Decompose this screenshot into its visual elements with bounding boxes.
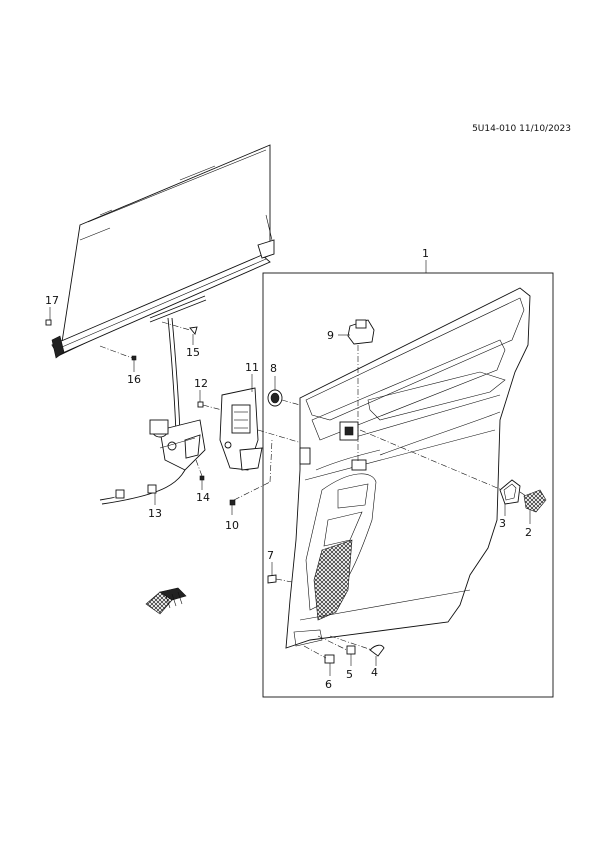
part-4-cover[interactable]	[369, 644, 385, 657]
front-arrow-icon	[145, 587, 187, 615]
part-8-grommet[interactable]	[267, 389, 283, 407]
assembly-frame	[262, 272, 554, 698]
part-14-screw[interactable]	[199, 475, 205, 481]
part-5-cap[interactable]	[346, 645, 356, 655]
part-9-switch[interactable]	[347, 319, 375, 345]
part-6-cap[interactable]	[324, 654, 335, 664]
callout-9: 9	[327, 329, 334, 342]
part-13-cable[interactable]	[99, 317, 190, 505]
document-id: 5U14-010 11/10/2023	[472, 124, 571, 134]
callout-13: 13	[148, 507, 162, 520]
part-2-speaker-grille[interactable]	[523, 489, 547, 513]
part-16-screw[interactable]	[131, 355, 137, 361]
blind-motor[interactable]	[149, 419, 206, 471]
part-3-speaker-bezel[interactable]	[499, 479, 521, 505]
callout-10: 10	[225, 519, 239, 532]
callout-17: 17	[45, 294, 59, 307]
part-15-clip[interactable]	[189, 326, 198, 335]
callout-12: 12	[194, 377, 208, 390]
callout-4: 4	[371, 666, 378, 679]
part-12-bolt[interactable]	[197, 401, 204, 408]
part-7-clip[interactable]	[267, 574, 277, 584]
callout-2: 2	[525, 526, 532, 539]
sunshade-blind[interactable]	[51, 144, 275, 359]
callout-3: 3	[499, 517, 506, 530]
part-10-screw[interactable]	[229, 499, 236, 506]
part-11-latch-bracket[interactable]	[219, 387, 263, 471]
callout-1: 1	[422, 247, 429, 260]
callout-6: 6	[325, 678, 332, 691]
callout-7: 7	[267, 549, 274, 562]
callout-5: 5	[346, 668, 353, 681]
part-1-door-trim-panel[interactable]	[285, 287, 531, 649]
callout-11: 11	[245, 361, 259, 374]
callout-15: 15	[186, 346, 200, 359]
part-17-clip[interactable]	[45, 319, 52, 326]
callout-14: 14	[196, 491, 210, 504]
callout-16: 16	[127, 373, 141, 386]
callout-8: 8	[270, 362, 277, 375]
